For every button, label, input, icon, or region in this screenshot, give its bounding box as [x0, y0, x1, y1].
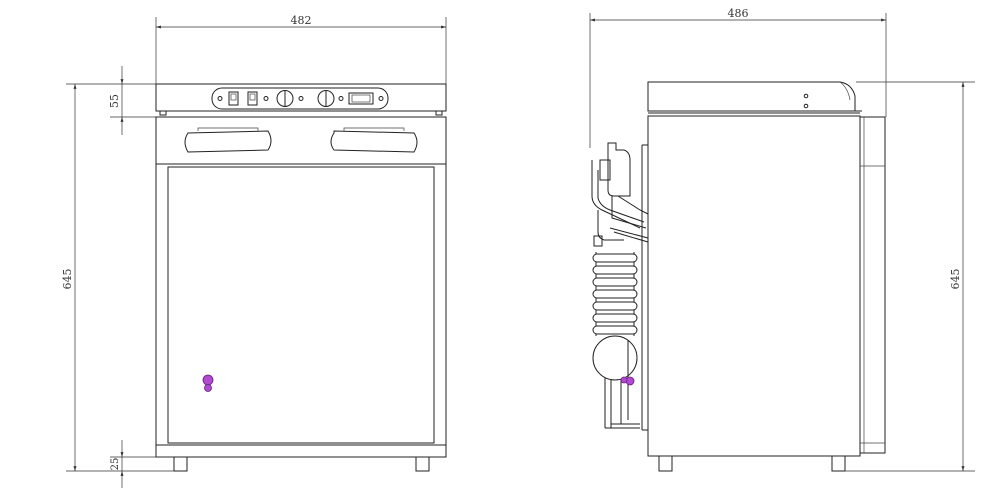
- switch-1-icon: [228, 91, 239, 106]
- condenser-coils-icon: [592, 252, 638, 336]
- thermostat-knob-icon: [276, 90, 294, 107]
- side-body: [647, 115, 861, 457]
- side-dimensions: 486 645: [589, 7, 975, 472]
- gas-knob-icon: [317, 90, 335, 107]
- side-height-label: 645: [949, 269, 962, 290]
- feet-height-label: 25: [110, 458, 121, 471]
- display-window: [348, 92, 374, 105]
- right-vent-icon: [330, 130, 418, 153]
- side-view: [591, 81, 886, 472]
- front-door: [167, 166, 435, 444]
- top-section-label: 55: [108, 94, 121, 108]
- front-foot-left: [173, 456, 188, 472]
- front-view: [155, 83, 447, 472]
- front-dimensions: 482 645 55 25: [61, 14, 447, 488]
- cooling-unit: [591, 142, 649, 429]
- control-strip: [211, 87, 389, 110]
- side-foot-rear: [658, 455, 673, 472]
- front-width-label: 482: [291, 14, 312, 27]
- side-foot-front: [831, 455, 846, 472]
- absorber-tank-icon: [592, 335, 638, 381]
- front-height-label: 645: [61, 269, 74, 290]
- burner-knob-icon: [620, 376, 635, 386]
- left-vent-icon: [184, 130, 272, 153]
- door-knob-icon: [202, 374, 214, 392]
- front-body: [155, 116, 447, 458]
- switch-2-icon: [247, 91, 258, 106]
- side-depth-label: 486: [728, 7, 749, 20]
- side-door-edge: [859, 116, 886, 454]
- front-foot-right: [415, 456, 430, 472]
- side-top-panel: [647, 81, 856, 112]
